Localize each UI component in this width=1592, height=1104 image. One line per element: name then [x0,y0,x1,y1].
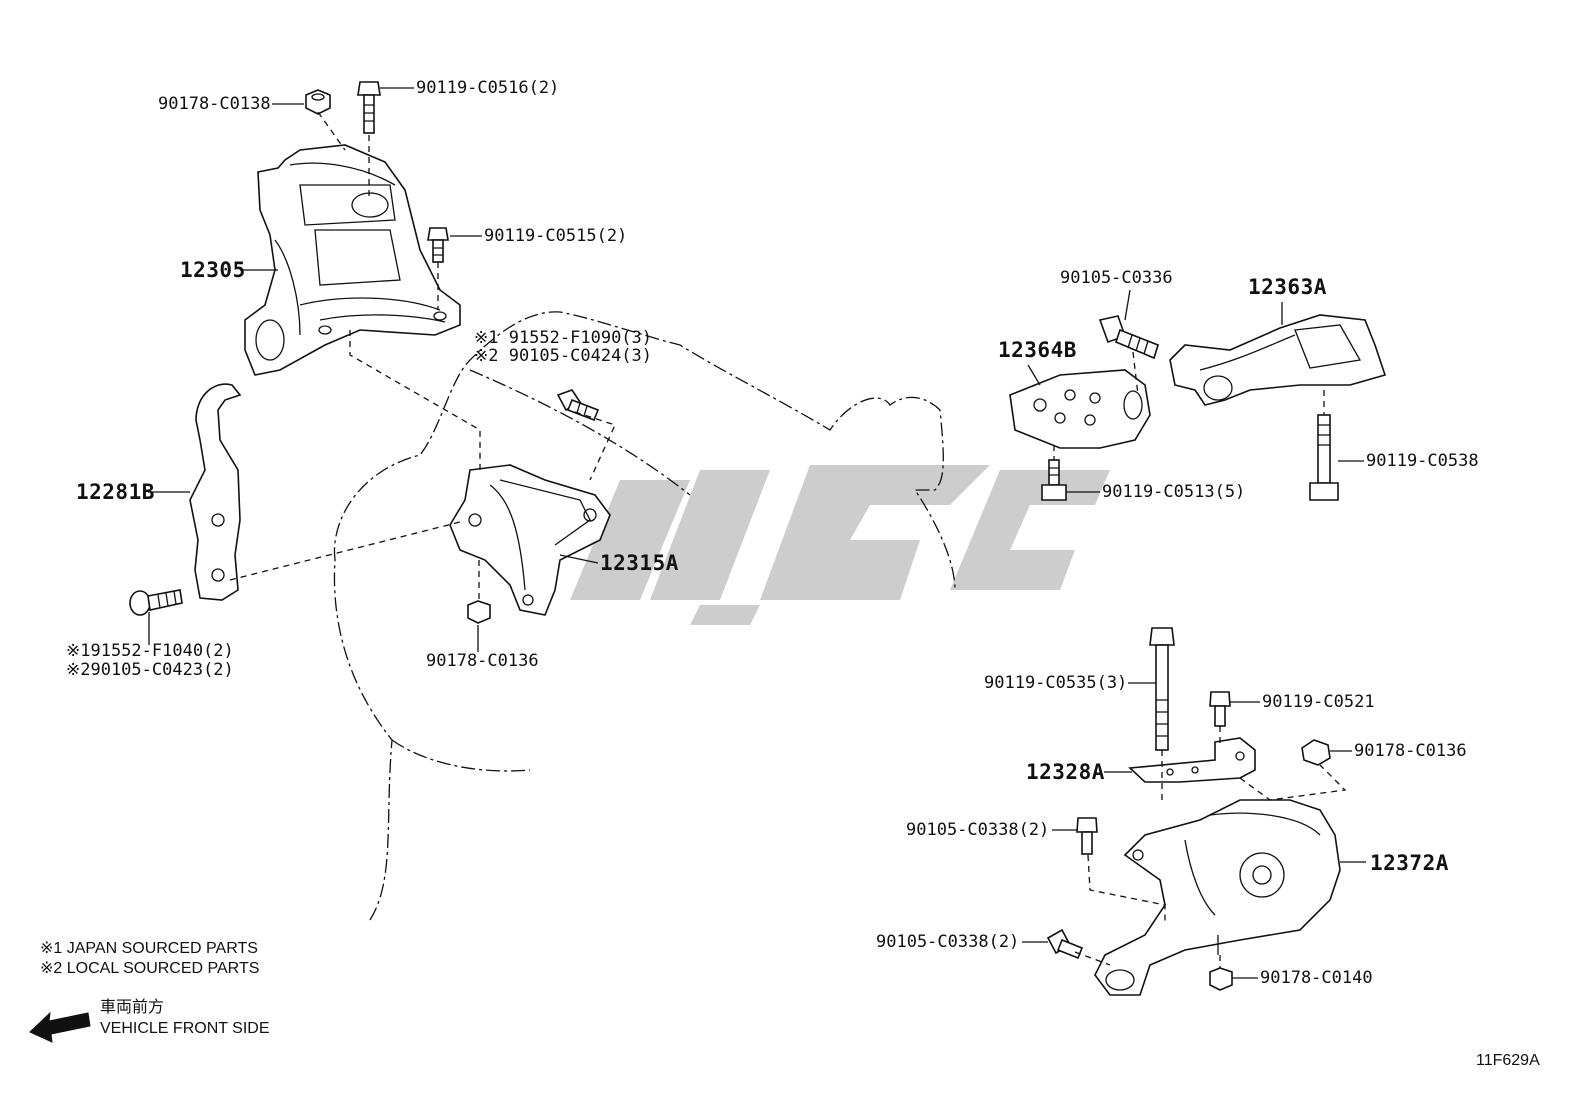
bolt-91552-f1090 [556,389,600,422]
part-label-12372a: 12372A [1370,851,1449,875]
part-label-90119-c0538: 90119-C0538 [1366,451,1479,471]
part-label-90105-c0338-b: 90105-C0338(2) [876,932,1020,952]
bolt-90105-c0336 [1098,315,1159,360]
nut-90178-c0136-left [467,600,491,624]
part-label-12305: 12305 [180,258,246,282]
part-label-12281b: 12281B [76,480,155,504]
part-label-91552-f1090: ※1 91552-F1090(3) [474,328,653,348]
engine-outline [333,311,956,921]
part-label-90178-c0140: 90178-C0140 [1260,968,1373,988]
part-label-90119-c0513: 90119-C0513(5) [1102,482,1246,502]
mount-bracket-12315a [449,464,611,616]
bolt-90105-c0338-a [1076,817,1098,855]
bolt-91552-f1040 [129,589,183,616]
part-label-12363a: 12363A [1248,275,1327,299]
note-local-sourced: ※2 LOCAL SOURCED PARTS [40,960,260,977]
direction-label-english: VEHICLE FRONT SIDE [100,1020,270,1037]
watermark-logo [570,465,1110,625]
mount-12372a [1094,799,1341,996]
bolt-90119-c0515 [427,227,449,263]
part-label-90105-c0338-a: 90105-C0338(2) [906,820,1050,840]
part-label-91552-f1040: ※191552-F1040(2) [66,641,234,661]
leader-lines [148,87,1366,979]
assembly-lines [229,111,1347,968]
engine-lower-outline [391,739,531,772]
part-label-90105-c0336: 90105-C0336 [1060,268,1173,288]
note-japan-sourced: ※1 JAPAN SOURCED PARTS [40,940,258,957]
bolt-90119-c0538 [1309,414,1339,501]
plate-12328a [1128,737,1256,783]
engine-mount-12305 [244,144,461,376]
part-label-90119-c0515: 90119-C0515(2) [484,226,628,246]
part-label-90119-c0516: 90119-C0516(2) [416,78,560,98]
direction-label-japanese: 車両前方 [100,999,165,1016]
part-label-90105-c0423: ※290105-C0423(2) [66,660,234,680]
part-label-12315a: 12315A [600,551,679,575]
torque-rod-12363a [1169,314,1387,406]
bracket-12281b [189,383,242,601]
part-label-90178-c0138-top: 90178-C0138 [158,94,271,114]
part-label-90178-c0136-right: 90178-C0136 [1354,741,1467,761]
part-label-90119-c0521: 90119-C0521 [1262,692,1375,712]
bolt-90119-c0535 [1149,627,1175,751]
nut-90178-c0140 [1209,967,1233,991]
bolt-90119-c0516 [357,81,381,134]
part-label-90119-c0535: 90119-C0535(3) [984,673,1128,693]
part-label-90105-c0424: ※2 90105-C0424(3) [474,346,653,366]
nut-90178-c0136-right [1301,739,1331,766]
bolt-90105-c0338-b [1046,928,1084,960]
diagram-reference-code: 11F629A [1476,1052,1540,1069]
part-label-90178-c0136-left: 90178-C0136 [426,651,539,671]
front-direction-arrow [29,1011,91,1043]
part-label-12328a: 12328A [1026,760,1105,784]
bracket-12364b [1009,369,1151,449]
nut-90178-c0138 [305,89,331,115]
bolt-90119-c0521 [1209,691,1231,727]
engine-front-outline [469,369,691,496]
part-label-12364b: 12364B [998,338,1077,362]
